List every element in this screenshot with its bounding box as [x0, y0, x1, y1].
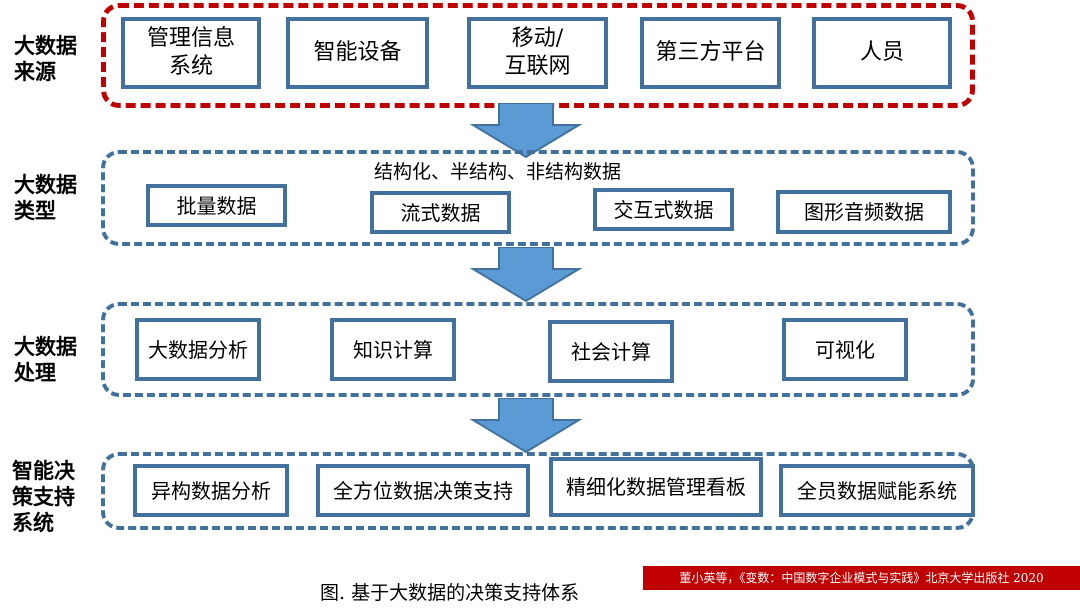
types-caption: 结构化、半结构、非结构数据 [374, 161, 622, 183]
row-label-processing: 大数据 处理 [14, 335, 77, 385]
source-box-smart-devices: 智能设备 [286, 17, 429, 89]
source-box-mobile-internet: 移动/ 互联网 [467, 17, 608, 89]
type-box-graphic-audio: 图形音频数据 [776, 190, 952, 234]
system-box-management-dashboard: 精细化数据管理看板 [549, 457, 763, 517]
system-box-decision-support: 全方位数据决策支持 [316, 464, 530, 517]
source-credit: 董小英等，《变数：中国数字企业模式与实践》北京大学出版社 2020 [643, 566, 1080, 590]
system-box-data-empowerment: 全员数据赋能系统 [779, 464, 975, 517]
row-label-sources: 大数据 来源 [14, 34, 77, 84]
type-box-stream: 流式数据 [370, 191, 511, 234]
figure-caption: 图. 基于大数据的决策支持体系 [320, 582, 580, 604]
process-box-big-data-analysis: 大数据分析 [135, 318, 261, 381]
processing-band [101, 302, 975, 397]
source-box-mis: 管理信息 系统 [121, 17, 261, 89]
process-box-visualization: 可视化 [782, 318, 908, 381]
row-label-decision-system: 智能决 策支持 系统 [12, 459, 75, 535]
row-label-types: 大数据 类型 [14, 173, 77, 223]
types-band [101, 150, 975, 246]
source-box-personnel: 人员 [812, 17, 952, 89]
down-arrow-3 [469, 398, 583, 454]
type-box-interactive: 交互式数据 [593, 188, 734, 231]
type-box-batch: 批量数据 [146, 184, 287, 227]
down-arrow-1 [469, 103, 583, 159]
down-arrow-2 [469, 247, 583, 303]
source-box-third-party: 第三方平台 [640, 17, 781, 89]
process-box-knowledge-computing: 知识计算 [330, 318, 456, 381]
system-box-heterogeneous-analysis: 异构数据分析 [133, 464, 289, 517]
process-box-social-computing: 社会计算 [548, 320, 674, 383]
